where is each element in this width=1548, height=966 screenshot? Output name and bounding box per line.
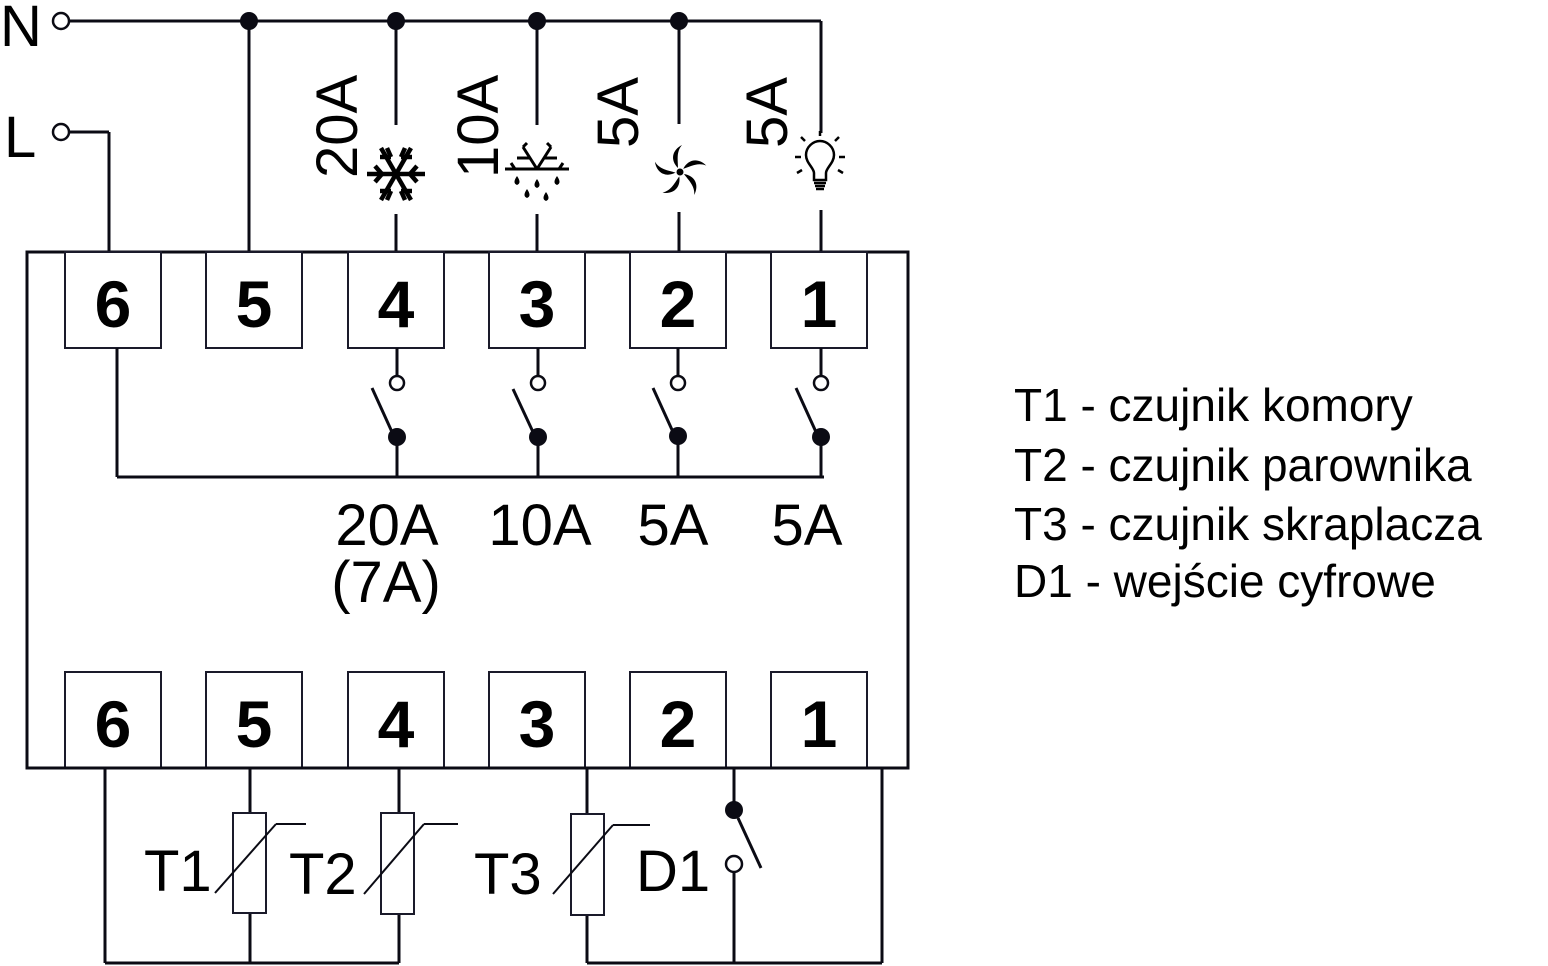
top-terminal-3[interactable] xyxy=(488,251,586,349)
defrost-icon xyxy=(505,141,569,201)
snowflake-icon xyxy=(367,146,425,202)
line-label: L xyxy=(4,105,36,170)
bottom-terminal-4[interactable] xyxy=(347,671,445,769)
bottom-terminal-label: 5 xyxy=(236,687,273,761)
thermistor-t2 xyxy=(363,812,458,915)
legend: T1 - czujnik komory T2 - czujnik parowni… xyxy=(1014,379,1482,607)
digital-input-switch xyxy=(724,801,763,874)
bottom-terminal-label: 2 xyxy=(660,687,697,761)
sensor-label-t2: T2 xyxy=(289,842,357,907)
relay-contact-3 xyxy=(511,348,547,477)
top-terminal-label: 6 xyxy=(95,267,132,341)
top-terminal-strip: 6 5 4 3 2 1 xyxy=(64,251,868,349)
bottom-terminal-6[interactable] xyxy=(64,671,162,769)
top-terminal-4[interactable] xyxy=(347,251,445,349)
legend-item-t1: T1 - czujnik komory xyxy=(1014,379,1413,431)
junction-dot xyxy=(670,12,688,30)
neutral-label: N xyxy=(0,0,42,59)
bottom-terminal-label: 4 xyxy=(378,687,415,761)
load-rating-1: 5A xyxy=(735,77,800,148)
top-terminal-5[interactable] xyxy=(205,251,303,349)
relay-rating-4-sub: (7A) xyxy=(331,550,441,615)
bottom-terminal-label: 3 xyxy=(519,687,556,761)
top-terminal-6[interactable] xyxy=(64,251,162,349)
sensor-wiring xyxy=(103,768,884,965)
top-terminal-label: 4 xyxy=(378,267,415,341)
legend-item-d1: D1 - wejście cyfrowe xyxy=(1014,555,1436,607)
sensor-label-t3: T3 xyxy=(474,842,542,907)
relay-rating-2: 5A xyxy=(638,493,709,558)
top-terminal-2[interactable] xyxy=(629,251,727,349)
relay-contact-2 xyxy=(651,348,687,477)
bottom-terminal-label: 1 xyxy=(801,687,838,761)
bottom-terminal-label: 6 xyxy=(95,687,132,761)
line-terminal xyxy=(51,122,71,142)
neutral-terminal xyxy=(51,11,71,31)
thermistor-t1 xyxy=(214,812,306,914)
relay-rating-1: 5A xyxy=(772,493,843,558)
sensor-label-t1: T1 xyxy=(144,839,212,904)
top-terminal-label: 5 xyxy=(236,267,273,341)
top-terminal-label: 2 xyxy=(660,267,697,341)
legend-item-t2: T2 - czujnik parownika xyxy=(1014,439,1472,491)
bottom-terminal-3[interactable] xyxy=(488,671,586,769)
relay-contacts xyxy=(115,348,830,479)
relay-contact-4 xyxy=(370,348,406,477)
bottom-terminal-2[interactable] xyxy=(629,671,727,769)
junction-dot xyxy=(387,12,405,30)
fan-icon xyxy=(654,145,707,196)
load-rating-4: 20A xyxy=(305,74,370,178)
junction-dot xyxy=(528,12,546,30)
top-terminal-label: 3 xyxy=(519,267,556,341)
sensor-label-d1: D1 xyxy=(636,839,710,904)
bottom-terminal-strip: 6 5 4 3 2 1 xyxy=(27,671,908,770)
legend-item-t3: T3 - czujnik skraplacza xyxy=(1014,498,1482,550)
load-rating-3: 10A xyxy=(446,74,511,178)
top-terminal-1[interactable] xyxy=(770,251,868,349)
junction-dot xyxy=(240,12,258,30)
thermistor-t3 xyxy=(552,813,650,916)
top-terminal-label: 1 xyxy=(801,267,838,341)
bottom-terminal-5[interactable] xyxy=(205,671,303,769)
relay-rating-4: 20A xyxy=(335,493,439,558)
load-rating-2: 5A xyxy=(586,77,651,148)
bottom-terminal-1[interactable] xyxy=(770,671,868,769)
line-wire xyxy=(51,122,111,252)
light-bulb-icon xyxy=(795,131,845,191)
neutral-rail xyxy=(51,11,823,252)
relay-rating-3: 10A xyxy=(488,493,592,558)
relay-contact-1 xyxy=(794,348,830,477)
